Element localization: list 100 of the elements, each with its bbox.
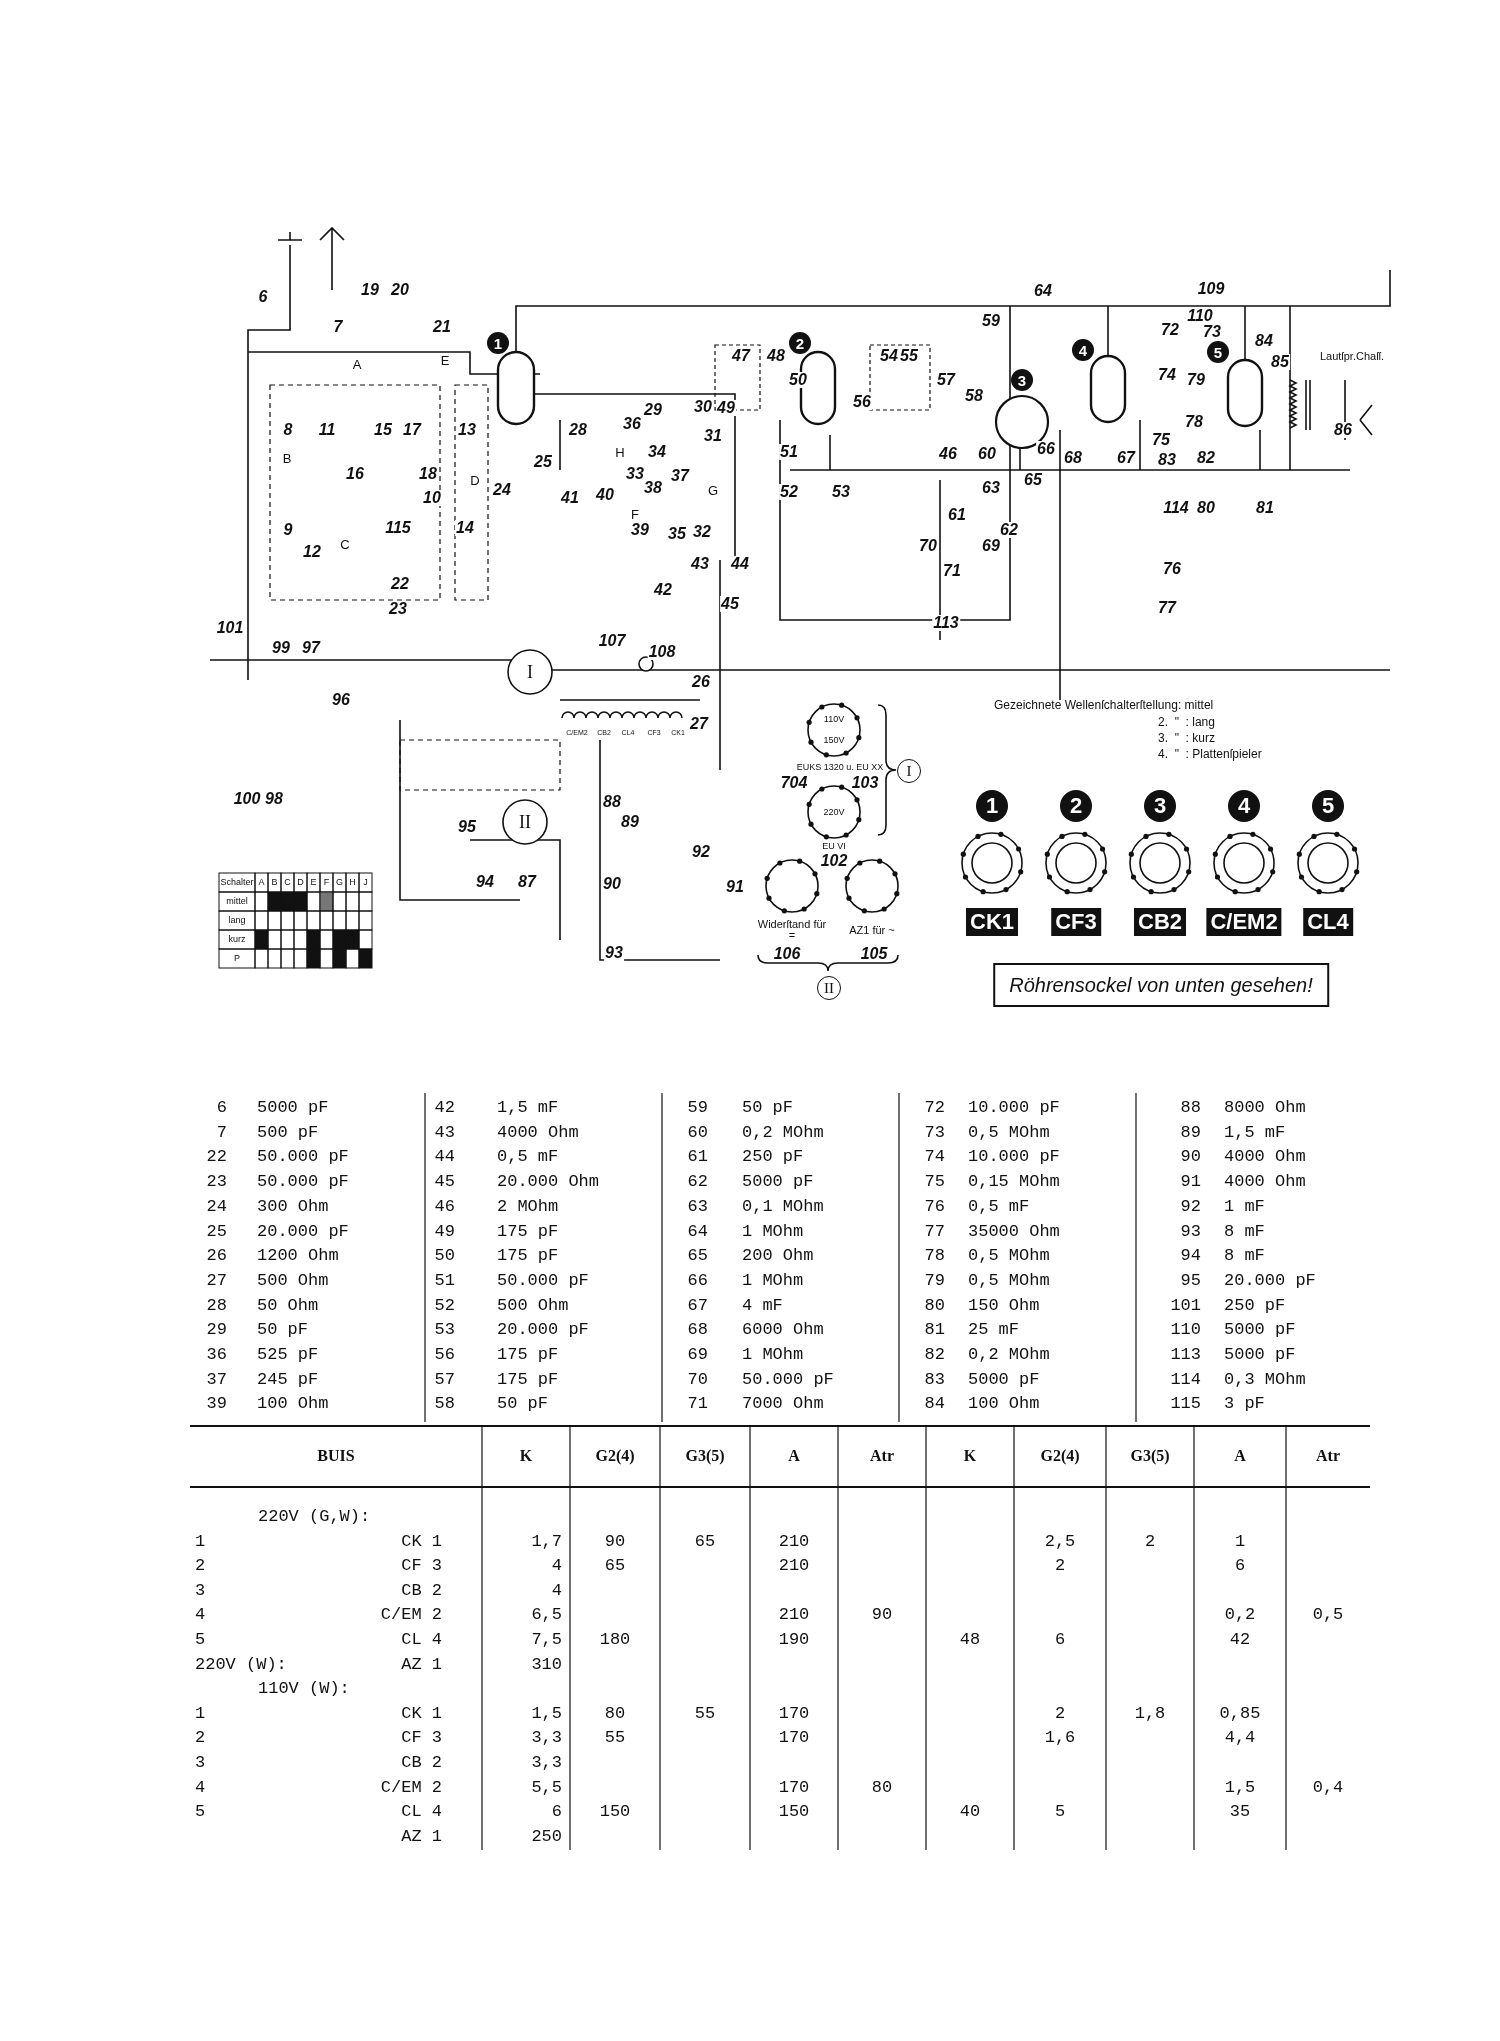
- section-heading: 220V (G,W):: [258, 1507, 371, 1525]
- component-value: 250 pF: [742, 1147, 804, 1165]
- component-value: 525 pF: [257, 1345, 319, 1363]
- component-number: 41: [560, 490, 580, 506]
- component-value: 50.000 pF: [257, 1147, 349, 1165]
- component-number: 89: [1180, 1123, 1201, 1141]
- component-value: 50 pF: [742, 1098, 793, 1116]
- component-number: 36: [206, 1345, 227, 1363]
- component-number: 49: [434, 1222, 455, 1239]
- component-number: 83: [1157, 452, 1177, 468]
- switch-position-note: 4. " : Plattenſpieler: [1158, 748, 1262, 760]
- component-number: 61: [947, 507, 967, 523]
- component-number: 73: [924, 1123, 945, 1141]
- component-value: 1200 Ohm: [257, 1246, 339, 1264]
- column-heading: C: [284, 877, 291, 887]
- component-number: 108: [647, 644, 677, 660]
- component-value: 50.000 pF: [497, 1271, 589, 1289]
- voltage-value: 65: [604, 1556, 626, 1574]
- component-number: 61: [687, 1147, 708, 1165]
- voltage-value: 80: [871, 1778, 893, 1796]
- tube-name: C/EM 2: [380, 1605, 442, 1623]
- component-value: 8000 Ohm: [1224, 1098, 1306, 1116]
- column-heading: G2(4): [595, 1448, 635, 1464]
- component-number: 80: [924, 1296, 945, 1314]
- component-value: 100 Ohm: [968, 1394, 1040, 1412]
- component-value: 1 MOhm: [742, 1271, 804, 1289]
- tube-number: 1: [487, 332, 509, 354]
- component-number: 9: [282, 522, 294, 538]
- tube-name: AZ 1: [401, 1827, 442, 1845]
- component-value: 35000 Ohm: [968, 1222, 1060, 1239]
- switch-contact-letter: A: [352, 357, 362, 371]
- component-number: 95: [1180, 1271, 1201, 1289]
- column-heading: G2(4): [1040, 1448, 1080, 1464]
- component-number: 74: [1157, 367, 1177, 383]
- tube-number: 3: [1144, 790, 1176, 822]
- component-number: 28: [568, 422, 588, 438]
- component-number: 110: [1186, 308, 1214, 324]
- component-number: 74: [924, 1147, 945, 1165]
- column-heading: K: [519, 1448, 533, 1464]
- tube-number: 1: [976, 790, 1008, 822]
- component-value: 50.000 pF: [257, 1172, 349, 1190]
- voltage-value: 6,5: [531, 1605, 562, 1623]
- component-number: 27: [689, 716, 709, 732]
- component-number: 48: [766, 348, 786, 364]
- component-number: 7: [332, 319, 344, 335]
- component-number: 66: [1036, 441, 1056, 457]
- tube-type-label: CF3: [1051, 908, 1101, 936]
- component-number: 90: [1180, 1147, 1201, 1165]
- component-number: 37: [670, 468, 690, 484]
- component-number: 106: [772, 946, 802, 962]
- socket-voltage-label: 150V: [823, 735, 845, 745]
- component-number: 77: [1157, 600, 1177, 616]
- component-number: 6: [257, 289, 269, 305]
- component-number: 62: [999, 522, 1019, 538]
- row-number: 4: [195, 1778, 206, 1796]
- component-number: 71: [687, 1394, 708, 1412]
- component-value: 5000 pF: [257, 1098, 329, 1116]
- component-number: 105: [859, 946, 889, 962]
- component-value: 0,5 MOhm: [968, 1271, 1050, 1289]
- component-number: 84: [924, 1394, 945, 1412]
- column-heading: G3(5): [685, 1448, 725, 1464]
- note-banner: Röhrensockel von unten gesehen!: [993, 963, 1329, 1007]
- component-number: 56: [434, 1345, 455, 1363]
- component-number: 94: [475, 874, 495, 890]
- component-number: 114: [1170, 1370, 1201, 1388]
- column-heading: K: [963, 1448, 977, 1464]
- component-number: 44: [730, 556, 750, 572]
- component-number: 92: [1180, 1197, 1201, 1215]
- component-number: 55: [899, 348, 919, 364]
- component-number: 75: [924, 1172, 945, 1190]
- column-heading: Atr: [870, 1448, 894, 1464]
- component-number: 95: [457, 819, 477, 835]
- component-number: 57: [936, 372, 956, 388]
- row-heading: kurz: [228, 934, 246, 944]
- column-heading: A: [1234, 1448, 1246, 1464]
- voltage-value: 310: [531, 1655, 562, 1673]
- component-value: 20.000 pF: [257, 1222, 349, 1239]
- component-value: 1 MOhm: [742, 1222, 804, 1239]
- component-number: 113: [932, 615, 960, 631]
- component-number: 86: [1333, 422, 1353, 438]
- table-heading: BUIS: [317, 1448, 355, 1464]
- voltage-value: 80: [604, 1704, 626, 1722]
- tube-number: 4: [1072, 339, 1094, 361]
- component-number: 27: [206, 1271, 227, 1289]
- component-number: 11: [317, 422, 337, 438]
- voltage-value: 1: [1234, 1532, 1246, 1550]
- component-number: 88: [602, 794, 622, 810]
- tube-name: C/EM 2: [380, 1778, 442, 1796]
- component-number: 36: [622, 416, 642, 432]
- component-value: 150 Ohm: [968, 1296, 1040, 1314]
- component-value: 100 Ohm: [257, 1394, 329, 1412]
- tube-name: CF 3: [401, 1728, 442, 1746]
- tube-number: 4: [1228, 790, 1260, 822]
- component-number: 79: [1186, 372, 1206, 388]
- component-number: 10: [422, 490, 442, 506]
- component-number: 14: [455, 520, 475, 536]
- component-number: 35: [667, 526, 687, 542]
- component-number: 53: [831, 484, 851, 500]
- component-number: 33: [625, 466, 645, 482]
- switch-contact-letter: B: [282, 451, 292, 465]
